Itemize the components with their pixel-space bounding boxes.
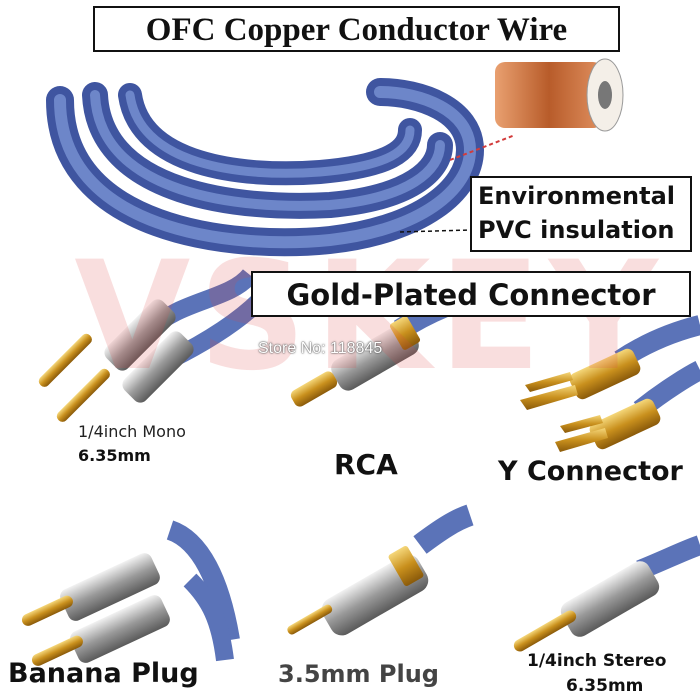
mono-label-line1: 1/4inch Mono bbox=[78, 422, 186, 441]
mono-label-line2: 6.35mm bbox=[78, 446, 151, 465]
y-connector-label: Y Connector bbox=[498, 456, 683, 487]
page-title: OFC Copper Conductor Wire bbox=[145, 12, 568, 48]
y-spade-connectors bbox=[520, 315, 700, 452]
connector-heading: Gold-Plated Connector bbox=[286, 278, 656, 312]
pvc-callout-line bbox=[399, 229, 471, 233]
banana-plug-label: Banana Plug bbox=[8, 658, 199, 689]
insulation-box: Environmental PVC insulation bbox=[470, 176, 692, 252]
stereo-label-line1: 1/4inch Stereo bbox=[527, 651, 667, 671]
copper-spool bbox=[495, 58, 624, 132]
insulation-line2: PVC insulation bbox=[478, 216, 675, 244]
stereo-connector bbox=[513, 535, 700, 652]
watermark: VSKEY bbox=[74, 230, 666, 404]
stereo-label-line2: 6.35mm bbox=[566, 676, 644, 696]
rca-label: RCA bbox=[334, 448, 398, 481]
plug-35mm bbox=[287, 504, 474, 636]
plug-35mm-label: 3.5mm Plug bbox=[278, 660, 439, 688]
copper-callout-line bbox=[449, 134, 516, 161]
connector-heading-box: Gold-Plated Connector bbox=[251, 271, 691, 317]
banana-plug-pair bbox=[21, 520, 240, 666]
store-label: Store No: 118845 bbox=[258, 340, 383, 357]
title-box: OFC Copper Conductor Wire bbox=[93, 6, 620, 52]
insulation-line1: Environmental bbox=[478, 182, 676, 210]
mono-connector-pair bbox=[38, 268, 267, 422]
coiled-cable bbox=[46, 78, 485, 257]
